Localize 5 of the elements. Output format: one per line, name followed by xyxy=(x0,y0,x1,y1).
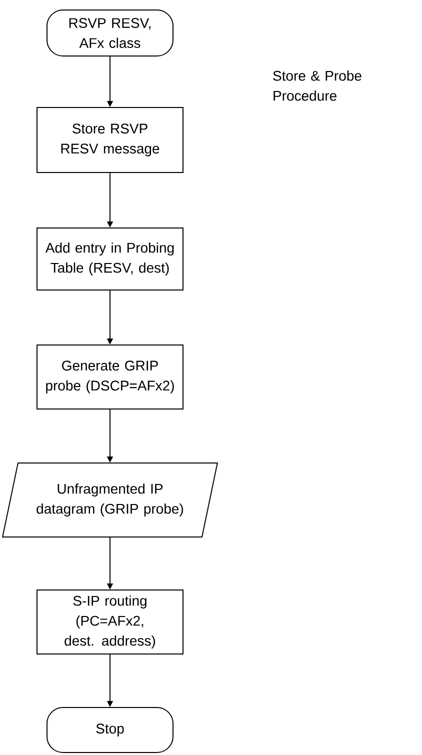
note-text: Store & Probe Procedure xyxy=(273,70,362,101)
process-box: Store RSVP RESV message xyxy=(36,107,184,173)
process-box: Add entry in Probing Table (RESV, dest) xyxy=(36,228,184,290)
process-box: Generate GRIP probe (DSCP=AFx2) xyxy=(36,344,184,410)
process-box: S-IP routing (PC=AFx2, dest. address) xyxy=(36,590,184,654)
